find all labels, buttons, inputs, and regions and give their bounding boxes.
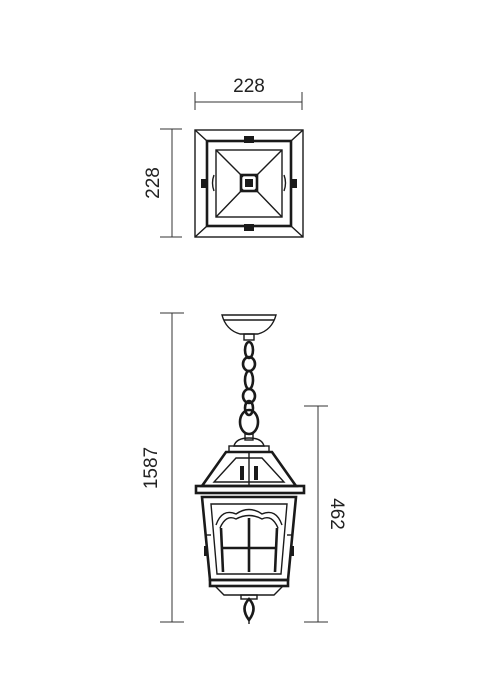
body-height-label: 462 (326, 498, 347, 530)
top-width-dimension: 228 (194, 76, 303, 110)
lamp-crown (194, 433, 306, 498)
top-depth-label: 228 (143, 167, 164, 199)
top-width-label: 228 (233, 76, 265, 97)
body-height-dimension: 462 (304, 405, 347, 623)
total-height-label: 1587 (141, 447, 162, 489)
total-height-dimension: 1587 (141, 312, 184, 623)
lamp-base (208, 578, 290, 624)
ceiling-canopy (221, 314, 277, 341)
front-view: 1587 462 (141, 312, 347, 624)
lamp-top-outline (194, 129, 304, 238)
top-view: 228 228 (143, 76, 304, 238)
top-depth-dimension: 228 (143, 128, 182, 238)
hanging-chain (238, 340, 260, 436)
lamp-body (200, 495, 298, 582)
